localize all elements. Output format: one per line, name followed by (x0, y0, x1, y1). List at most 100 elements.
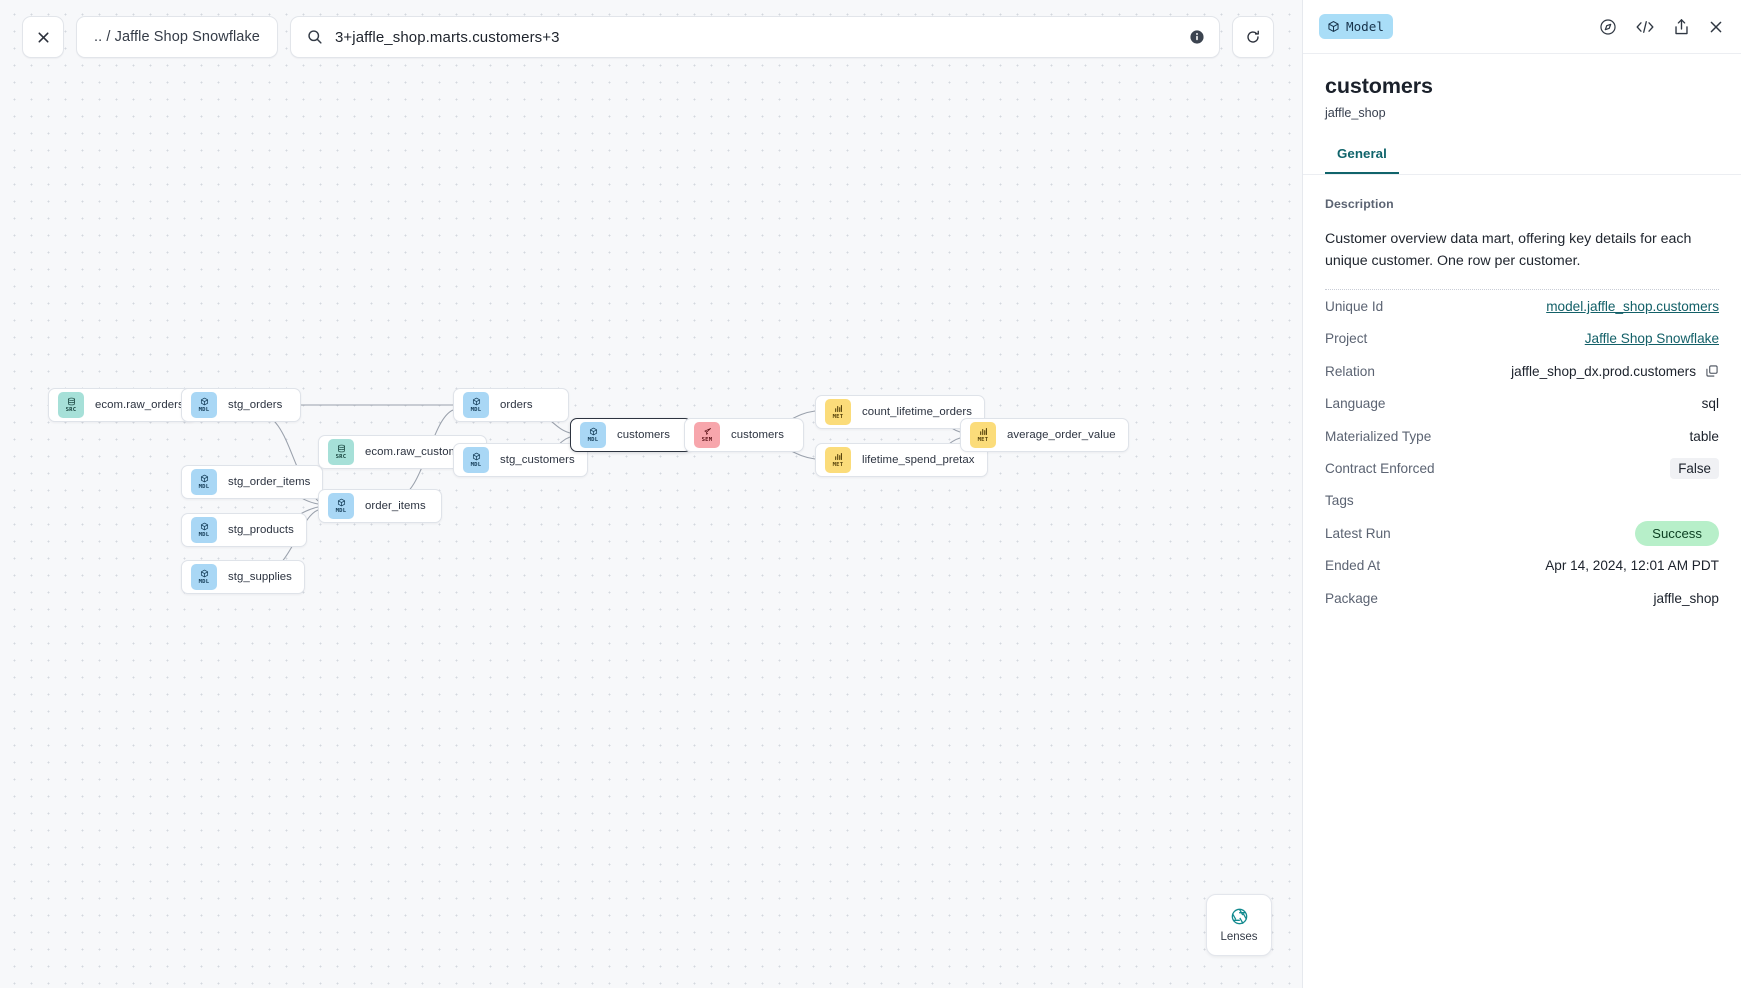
mdl-glyph-icon (200, 521, 209, 532)
detail-value: sql (1701, 396, 1719, 412)
graph-node-orders[interactable]: MDL orders (453, 388, 569, 422)
node-badge-mdl-icon: MDL (328, 493, 354, 519)
search-icon (307, 29, 323, 45)
panel-content: Description Customer overview data mart,… (1303, 175, 1741, 614)
description-label: Description (1325, 197, 1394, 211)
detail-value: jaffle_shop (1653, 590, 1719, 606)
node-badge-met-icon: MET (825, 447, 851, 473)
node-badge-text: MDL (470, 406, 482, 413)
detail-key: Latest Run (1325, 525, 1391, 541)
breadcrumb-label: .. / Jaffle Shop Snowflake (94, 29, 260, 45)
node-badge-text: MDL (198, 531, 210, 538)
panel-subtitle: jaffle_shop (1325, 106, 1386, 120)
node-badge-text: MET (832, 413, 844, 420)
node-badge-mdl-icon: MDL (191, 517, 217, 543)
node-badge-src-icon: SRC (58, 392, 84, 418)
node-badge-mdl-icon: MDL (191, 469, 217, 495)
detail-row: Language sql (1325, 387, 1719, 419)
node-label: count_lifetime_orders (862, 406, 972, 418)
node-label: stg_orders (228, 399, 283, 411)
node-label: stg_products (228, 524, 294, 536)
met-glyph-icon (979, 426, 988, 437)
detail-row: Project Jaffle Shop Snowflake (1325, 323, 1719, 355)
lenses-button[interactable]: Lenses (1206, 894, 1272, 956)
detail-value: Success (1635, 520, 1719, 546)
detail-value: False (1670, 457, 1719, 479)
node-label: stg_order_items (228, 476, 311, 488)
panel-tabs: General (1303, 146, 1741, 175)
node-badge-mdl-icon: MDL (463, 447, 489, 473)
panel-toolbar: Model (1303, 0, 1741, 54)
detail-value[interactable]: model.jaffle_shop.customers (1546, 299, 1719, 314)
mdl-glyph-icon (337, 497, 346, 508)
page-title: customers (1325, 74, 1433, 98)
node-badge-text: MET (977, 436, 989, 443)
node-badge-mdl-icon: MDL (191, 564, 217, 590)
tab-general[interactable]: General (1325, 146, 1399, 174)
panel-header: customers jaffle_shop (1303, 54, 1741, 120)
graph-node-stg_products[interactable]: MDL stg_products (181, 513, 307, 547)
met-glyph-icon (834, 403, 843, 414)
explore-icon[interactable] (1599, 18, 1617, 36)
close-icon[interactable] (1708, 19, 1724, 35)
node-badge-text: MDL (470, 461, 482, 468)
detail-row: Latest Run Success (1325, 517, 1719, 549)
sem-glyph-icon (703, 426, 712, 437)
detail-key: Unique Id (1325, 299, 1384, 314)
detail-key: Relation (1325, 363, 1375, 379)
met-glyph-icon (834, 451, 843, 462)
node-label: stg_supplies (228, 571, 292, 583)
share-icon[interactable] (1673, 18, 1690, 36)
node-badge-mdl-icon: MDL (191, 392, 217, 418)
graph-node-stg_supplies[interactable]: MDL stg_supplies (181, 560, 305, 594)
node-label: order_items (365, 500, 426, 512)
search-input[interactable] (334, 28, 1189, 46)
node-badge-text: MDL (198, 406, 210, 413)
description-text: Customer overview data mart, offering ke… (1325, 231, 1692, 270)
aperture-icon (1231, 908, 1247, 925)
detail-value[interactable]: Jaffle Shop Snowflake (1584, 331, 1719, 347)
copy-icon[interactable] (1705, 364, 1719, 378)
node-badge-text: MDL (198, 578, 210, 585)
graph-node-order_items[interactable]: MDL order_items (318, 489, 442, 523)
node-badge-text: MDL (335, 507, 347, 514)
node-label: orders (500, 399, 533, 411)
lineage-search[interactable] (289, 16, 1220, 58)
node-badge-mdl-icon: MDL (463, 392, 489, 418)
detail-row: Unique Id model.jaffle_shop.customers (1325, 290, 1719, 322)
close-icon (37, 31, 49, 43)
mdl-glyph-icon (200, 568, 209, 579)
src-glyph-icon (67, 396, 76, 407)
detail-value: Apr 14, 2024, 12:01 AM PDT (1545, 558, 1719, 574)
code-icon[interactable] (1635, 18, 1655, 36)
node-label: lifetime_spend_pretax (862, 454, 975, 466)
close-lineage-button[interactable] (22, 16, 64, 58)
breadcrumb-button[interactable]: .. / Jaffle Shop Snowflake (76, 16, 278, 58)
mdl-glyph-icon (200, 396, 209, 407)
detail-key: Ended At (1325, 558, 1381, 574)
detail-value: table (1689, 428, 1719, 444)
detail-row: Ended At Apr 14, 2024, 12:01 AM PDT (1325, 549, 1719, 581)
refresh-button[interactable] (1231, 16, 1274, 58)
lineage-canvas[interactable]: .. / Jaffle Shop Snowflake (0, 0, 1302, 988)
graph-node-stg_order_items[interactable]: MDL stg_order_items (181, 465, 324, 499)
cube-icon (1328, 21, 1339, 32)
info-icon[interactable] (1189, 29, 1205, 45)
detail-key: Language (1325, 396, 1386, 412)
divider (1325, 289, 1719, 291)
node-label: customers (617, 429, 670, 441)
detail-key: Project (1325, 331, 1368, 347)
node-badge-text: SEM (701, 436, 713, 443)
detail-key: Package (1325, 590, 1378, 606)
graph-node-stg_orders[interactable]: MDL stg_orders (181, 388, 301, 422)
node-badge-text: MET (832, 461, 844, 468)
